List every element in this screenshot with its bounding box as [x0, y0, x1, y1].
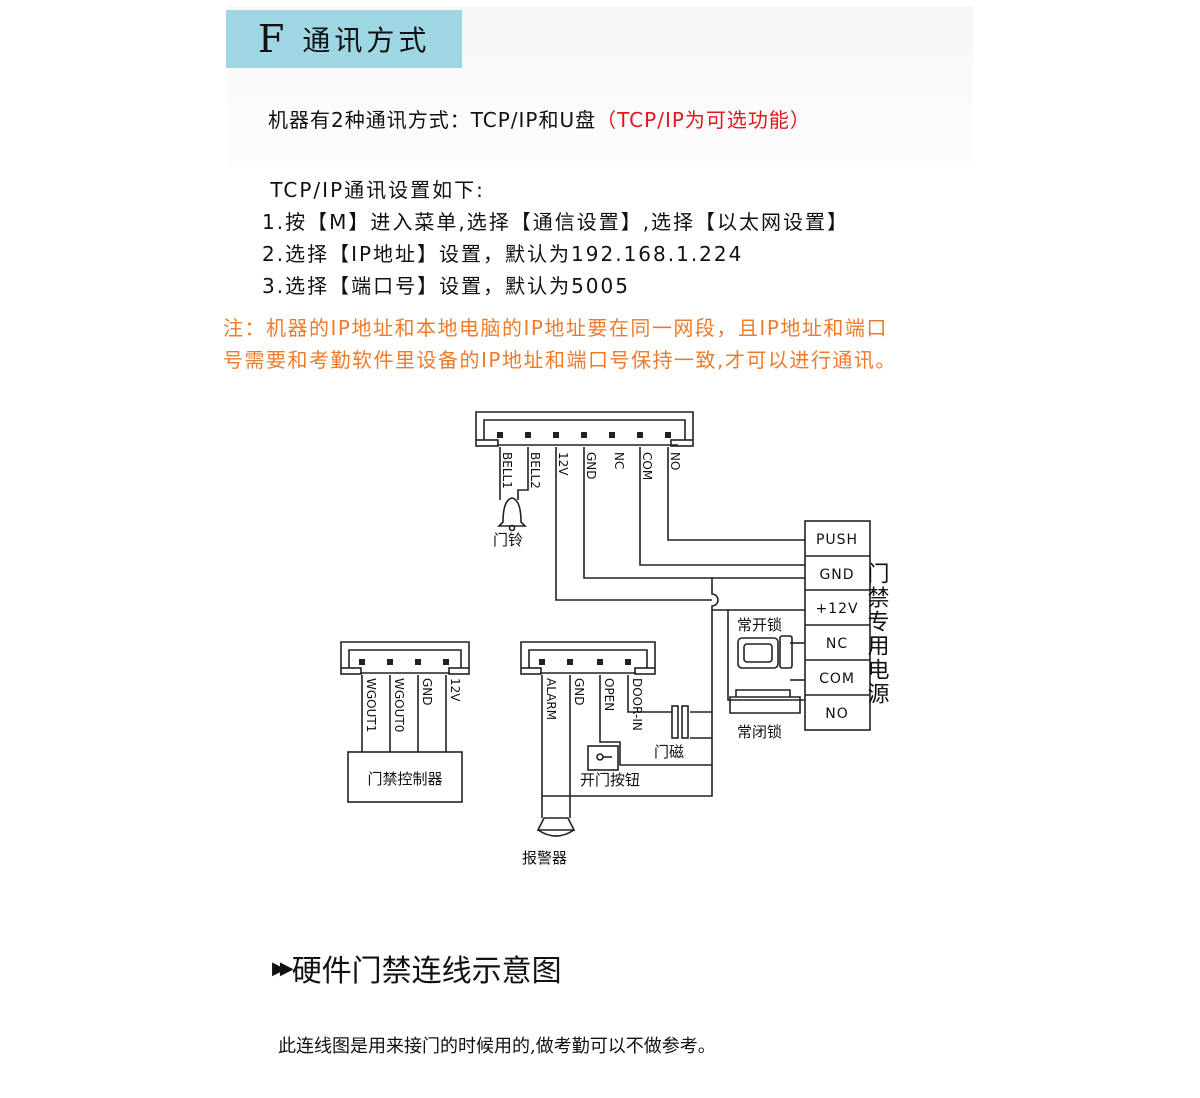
wg-connector-body — [340, 641, 470, 668]
header-title: 通讯方式 — [302, 24, 431, 57]
pin-label-wgout0: WGOUT0 — [392, 678, 406, 732]
bell-label: 门铃 — [493, 531, 523, 549]
pin-label-bell2: BELL2 — [528, 452, 542, 489]
top-connector-body — [475, 411, 694, 440]
pin-label-wgout1: WGOUT1 — [364, 678, 378, 732]
bus-vertical — [542, 578, 719, 797]
open-button-icon — [587, 745, 619, 771]
pin-label-com: COM — [640, 452, 654, 480]
alarm-connector-inner — [528, 649, 648, 668]
step-1: 1.按【M】进入菜单,选择【通信设置】,选择【以太网设置】 — [262, 210, 850, 234]
power-supply-label: 门禁专用电源 — [864, 562, 890, 706]
lock-closed-label: 常闭锁 — [737, 723, 782, 741]
double-arrow-icon: ▶▶ — [272, 957, 294, 979]
top-connector-foot-right — [670, 439, 694, 447]
controller-label: 门禁控制器 — [367, 770, 442, 788]
footnote: 此连线图是用来接门的时候用的,做考勤可以不做参考。 — [278, 1036, 716, 1057]
terminal-no: NO — [825, 706, 849, 722]
pin-label-no: NO — [668, 452, 682, 470]
alarm-speaker-icon — [536, 817, 576, 831]
pin-label-open: OPEN — [602, 678, 616, 711]
step-3: 3.选择【端口号】设置，默认为5005 — [262, 274, 630, 298]
door-magnet-icon — [671, 705, 679, 739]
tcp-setup-steps: TCP/IP通讯设置如下: 1.按【M】进入菜单,选择【通信设置】,选择【以太网… — [262, 174, 849, 302]
tcp-setup-heading: TCP/IP通讯设置如下: — [262, 178, 485, 202]
wire-com — [639, 447, 805, 566]
lock-open-label: 常开锁 — [737, 616, 782, 634]
step-2: 2.选择【IP地址】设置，默认为192.168.1.224 — [262, 242, 744, 266]
top-connector-foot-left — [475, 439, 499, 447]
pin-label-wg-gnd: GND — [420, 678, 434, 706]
terminal-com: COM — [819, 671, 855, 687]
lock-closed-icon — [729, 696, 801, 714]
wire-door-in — [627, 675, 672, 713]
pin-label-wg-12v: 12V — [448, 678, 462, 702]
terminal-12v: +12V — [815, 601, 858, 617]
intro-line: 机器有2种通讯方式：TCP/IP和U盘（TCP/IP为可选功能） — [268, 104, 811, 133]
wg-connector-inner — [348, 649, 462, 668]
section-header: F 通讯方式 — [226, 10, 462, 68]
top-connector-inner — [483, 419, 686, 440]
pin-label-alarm-gnd: GND — [572, 678, 586, 706]
door-magnet-label: 门磁 — [654, 743, 684, 761]
note-text: 注：机器的IP地址和本地电脑的IP地址要在同一网段，且IP地址和端口 号需要和考… — [223, 312, 897, 376]
wire-bell2 — [517, 447, 529, 500]
pin-label-nc: NC — [612, 452, 626, 469]
pin-label-gnd: GND — [584, 452, 598, 480]
alarm-connector-body — [520, 641, 656, 668]
wire-no — [667, 447, 805, 541]
header-letter: F — [258, 17, 285, 61]
intro-highlight: （TCP/IP为可选功能） — [596, 108, 811, 132]
terminal-nc: NC — [826, 636, 848, 652]
bell-clapper — [508, 524, 516, 532]
pin-label-alarm: ALARM — [544, 678, 558, 720]
section-title: ▶▶ 硬件门禁连线示意图 — [272, 946, 562, 990]
wire-open — [599, 675, 712, 766]
open-button-label: 开门按钮 — [580, 771, 640, 789]
alarm-label: 报警器 — [522, 849, 567, 867]
terminal-gnd: GND — [819, 567, 854, 583]
intro-main: 机器有2种通讯方式：TCP/IP和U盘 — [268, 108, 597, 132]
pin-label-bell1: BELL1 — [500, 452, 514, 489]
lock-open-icon — [737, 637, 779, 669]
note-line-1: 注：机器的IP地址和本地电脑的IP地址要在同一网段，且IP地址和端口 — [223, 316, 888, 340]
pin-label-12v: 12V — [556, 452, 570, 476]
pin-label-door-in: DOOR-IN — [630, 678, 644, 731]
wire-lock-closed — [727, 610, 805, 701]
section-title-text: 硬件门禁连线示意图 — [291, 954, 562, 989]
access-controller-box — [347, 751, 463, 803]
wire-12v — [555, 447, 712, 601]
terminal-push: PUSH — [816, 532, 858, 548]
note-line-2: 号需要和考勤软件里设备的IP地址和端口号保持一致,才可以进行通讯。 — [223, 348, 897, 372]
wire-gnd — [583, 447, 712, 579]
bell-icon — [497, 497, 527, 527]
